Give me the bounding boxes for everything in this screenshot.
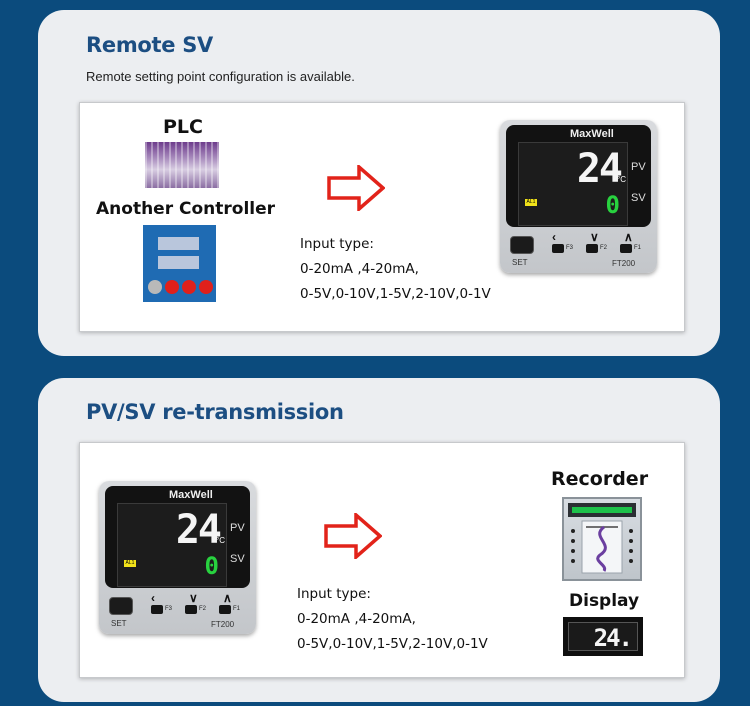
- brand-logo: MaxWell: [570, 128, 614, 140]
- controller-indicator: [165, 280, 179, 294]
- display-value: 24.: [593, 624, 633, 652]
- remote-sv-panel: PLC Another Controller Input type: 0-20m…: [79, 102, 685, 332]
- input-type-current: 0-20mA ,4-20mA,: [297, 611, 416, 627]
- f2-key[interactable]: [586, 244, 598, 253]
- brand-logo: MaxWell: [169, 489, 213, 501]
- f1-label: F1: [233, 606, 241, 612]
- retransmission-input-types: Input type: 0-20mA ,4-20mA, 0-5V,0-10V,1…: [297, 582, 488, 657]
- plc-image: [145, 142, 219, 188]
- controller-device: MaxWell 24 °C 0 AL1 PV SV ‹ ∨ ∧ F3 F2 F1…: [99, 481, 256, 634]
- left-icon: ‹: [151, 591, 155, 605]
- input-type-voltage: 0-5V,0-10V,1-5V,2-10V,0-1V: [297, 636, 488, 652]
- f3-key[interactable]: [552, 244, 564, 253]
- chevron-down-icon: ∨: [590, 230, 599, 244]
- alarm-badge: AL1: [525, 199, 537, 206]
- sv-value: 0: [204, 552, 219, 580]
- sv-value: 0: [605, 191, 620, 219]
- retransmission-title: PV/SV re-transmission: [86, 400, 344, 424]
- f2-key[interactable]: [185, 605, 197, 614]
- remote-sv-title: Remote SV: [86, 33, 213, 57]
- unit-label: °C: [216, 536, 225, 545]
- pv-value: 24: [576, 146, 623, 192]
- display-label: Display: [569, 591, 640, 611]
- set-button[interactable]: [109, 597, 133, 615]
- device-face: MaxWell 24 °C 0 AL1 PV SV: [506, 125, 651, 227]
- device-screen: 24 °C 0 AL1: [117, 503, 227, 587]
- chevron-up-icon: ∧: [223, 591, 232, 605]
- input-type-voltage: 0-5V,0-10V,1-5V,2-10V,0-1V: [300, 286, 491, 302]
- recorder-image: [562, 497, 642, 581]
- retransmission-card: PV/SV re-transmission MaxWell 24 °C 0 AL…: [38, 378, 720, 702]
- another-controller-label: Another Controller: [96, 199, 276, 219]
- pv-label: PV: [230, 522, 245, 534]
- pv-value: 24: [175, 507, 222, 553]
- f2-label: F2: [199, 606, 207, 612]
- display-screen: 24.: [568, 622, 638, 652]
- set-label: SET: [111, 619, 127, 628]
- recorder-chart-icon: [568, 503, 636, 574]
- controller-display-bar: [158, 256, 199, 269]
- f3-key[interactable]: [151, 605, 163, 614]
- controller-indicator: [199, 280, 213, 294]
- retransmission-panel: MaxWell 24 °C 0 AL1 PV SV ‹ ∨ ∧ F3 F2 F1…: [79, 442, 685, 678]
- set-label: SET: [512, 258, 528, 267]
- display-image: 24.: [563, 617, 643, 656]
- remote-sv-input-types: Input type: 0-20mA ,4-20mA, 0-5V,0-10V,1…: [300, 232, 491, 307]
- set-button[interactable]: [510, 236, 534, 254]
- device-face: MaxWell 24 °C 0 AL1 PV SV: [105, 486, 250, 588]
- sv-label: SV: [631, 192, 646, 204]
- remote-sv-subtitle: Remote setting point configuration is av…: [86, 69, 355, 84]
- controller-device: MaxWell 24 °C 0 AL1 PV SV ‹ ∨ ∧ F3 F2 F1…: [500, 120, 657, 273]
- sv-label: SV: [230, 553, 245, 565]
- controller-display-bar: [158, 237, 199, 250]
- f1-key[interactable]: [219, 605, 231, 614]
- f1-key[interactable]: [620, 244, 632, 253]
- input-type-label: Input type:: [297, 586, 371, 602]
- left-icon: ‹: [552, 230, 556, 244]
- device-screen: 24 °C 0 AL1: [518, 142, 628, 226]
- pv-label: PV: [631, 161, 646, 173]
- right-arrow-icon: [324, 513, 382, 559]
- input-type-current: 0-20mA ,4-20mA,: [300, 261, 419, 277]
- f1-label: F1: [634, 245, 642, 251]
- chevron-down-icon: ∨: [189, 591, 198, 605]
- model-label: FT200: [211, 620, 235, 629]
- f2-label: F2: [600, 245, 608, 251]
- controller-indicator: [182, 280, 196, 294]
- unit-label: °C: [617, 175, 626, 184]
- controller-image: [143, 225, 216, 302]
- chevron-up-icon: ∧: [624, 230, 633, 244]
- plc-label: PLC: [163, 116, 203, 138]
- recorder-label: Recorder: [551, 468, 649, 490]
- right-arrow-icon: [327, 165, 385, 211]
- controller-indicator: [148, 280, 162, 294]
- remote-sv-card: Remote SV Remote setting point configura…: [38, 10, 720, 356]
- model-label: FT200: [612, 259, 636, 268]
- f3-label: F3: [165, 606, 173, 612]
- input-type-label: Input type:: [300, 236, 374, 252]
- alarm-badge: AL1: [124, 560, 136, 567]
- f3-label: F3: [566, 245, 574, 251]
